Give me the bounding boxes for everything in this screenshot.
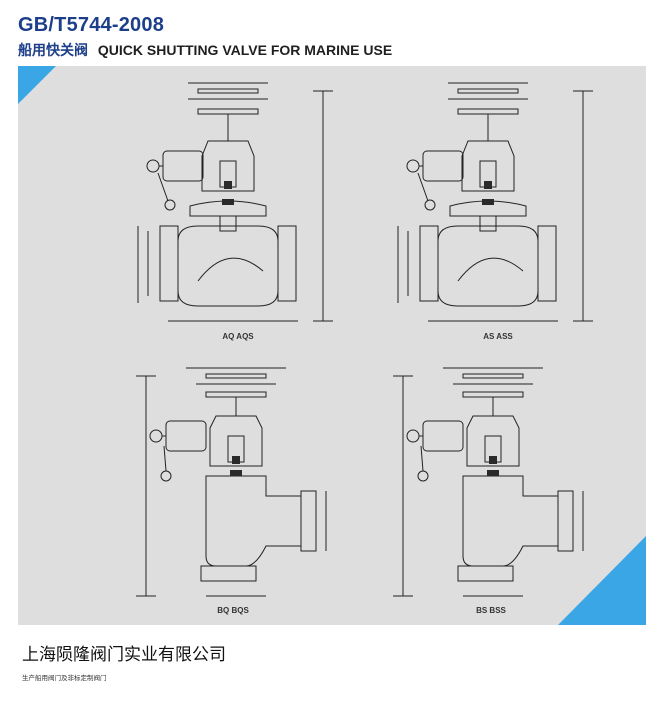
caption-bq-bqs: BQ BQS [217, 606, 249, 615]
drawing-panel: AQ AQS [18, 66, 646, 625]
standard-title: GB/T5744-2008 [18, 14, 165, 36]
caption-bs-bss: BS BSS [476, 606, 506, 615]
company-tagline: 生产船用阀门及非标定制阀门 [22, 674, 107, 682]
accent-decoration [18, 66, 646, 625]
product-name-en: QUICK SHUTTING VALVE FOR MARINE USE [97, 42, 393, 58]
drawing-bq-bqs [136, 367, 327, 597]
bottom-right-accent [558, 536, 646, 625]
caption-as-ass: AS ASS [483, 332, 513, 341]
company-name: 上海陨隆阀门实业有限公司 [22, 645, 226, 665]
top-left-accent [18, 66, 56, 104]
drawing-aq-aqs [137, 82, 333, 322]
product-subtitle: 船用快关阀 QUICK SHUTTING VALVE FOR MARINE US… [18, 40, 392, 60]
product-name-cn: 船用快关阀 [18, 42, 88, 58]
caption-aq-aqs: AQ AQS [222, 332, 254, 341]
drawing-bs-bss [393, 367, 584, 597]
drawing-as-ass [397, 82, 593, 322]
